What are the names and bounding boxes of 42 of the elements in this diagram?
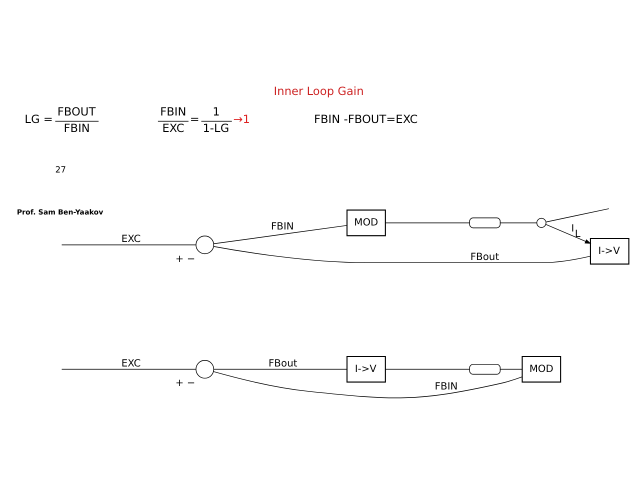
connector [213,224,348,244]
arrow [546,224,592,244]
label: FBIN [160,104,186,118]
connector [500,222,538,223]
diagram-title: Inner Loop Gain [274,83,364,98]
node-coil [469,363,501,374]
label: = [190,112,200,126]
connector [385,222,470,223]
edge-label: FBIN [434,380,458,392]
label: 1-LG [202,120,230,134]
connector [61,368,196,370]
label: EXC [162,120,184,134]
node-circle [196,235,214,254]
connector [213,370,523,398]
label: Prof. Sam Ben-Yaakov [16,207,104,216]
connector [385,368,470,370]
label: FBOUT [57,104,96,118]
edge-label: FBIN [270,220,294,232]
edge-label: EXC [121,358,141,370]
label: FBIN [64,120,90,134]
edge-label: FBout [470,251,500,262]
node-coil [469,217,501,228]
connector [546,208,610,222]
connector [61,244,196,245]
edge-label: FBout [268,358,298,370]
label: →1 [233,112,250,126]
connector [500,368,522,370]
connector [214,246,591,263]
node-box: I->V [346,355,386,382]
node-box: I->V [590,237,630,264]
node-box: MOD [522,355,562,382]
node-circle [196,360,214,378]
node-label: + − [175,253,196,264]
node-label: + − [175,378,196,389]
label: FBIN -FBOUT=EXC [314,112,418,126]
edge-label: EXC [121,234,141,245]
label: LG = [24,112,53,126]
label: 27 [55,164,66,175]
connector [214,368,348,370]
node-box: MOD [346,209,386,236]
label: 1 [212,104,220,118]
node-circle [536,217,546,228]
